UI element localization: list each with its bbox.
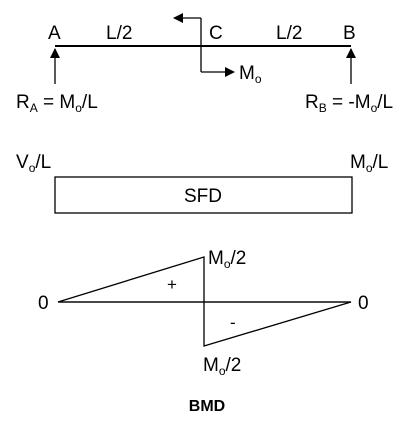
- bmd-negative-sign: -: [230, 313, 236, 332]
- point-b-label: B: [343, 23, 356, 44]
- sfd-right-value: Mo/L: [350, 152, 388, 175]
- bmd-left-zero: 0: [38, 293, 49, 314]
- bmd-positive-sign: +: [167, 275, 177, 294]
- beam-group: A L/2 C L/2 B Mo RA = Mo/L RB = -Mo/L: [16, 13, 393, 115]
- reaction-a-label: RA = Mo/L: [16, 92, 98, 115]
- bmd-title: BMD: [189, 398, 225, 415]
- sfd-title: SFD: [184, 186, 222, 207]
- span-left-label: L/2: [106, 23, 132, 44]
- reaction-b-label: RB = -Mo/L: [305, 92, 393, 115]
- moment-label: Mo: [239, 63, 262, 86]
- span-right-label: L/2: [276, 23, 302, 44]
- bmd-right-zero: 0: [358, 293, 369, 314]
- point-a-label: A: [48, 23, 61, 44]
- bmd-bottom-value: Mo/2: [203, 355, 241, 378]
- bmd-top-value: Mo/2: [208, 248, 246, 271]
- point-c-label: C: [209, 23, 223, 44]
- bmd-group: 0 0 + - Mo/2 Mo/2 BMD: [38, 248, 369, 415]
- bmd-negative-region: [203, 301, 352, 347]
- sfd-group: Vo/L Mo/L SFD: [16, 152, 388, 214]
- sfd-left-value: Vo/L: [16, 152, 51, 175]
- applied-moment: Mo: [173, 13, 262, 86]
- bmd-positive-region: [57, 256, 205, 303]
- sfd-rectangle: [54, 176, 353, 214]
